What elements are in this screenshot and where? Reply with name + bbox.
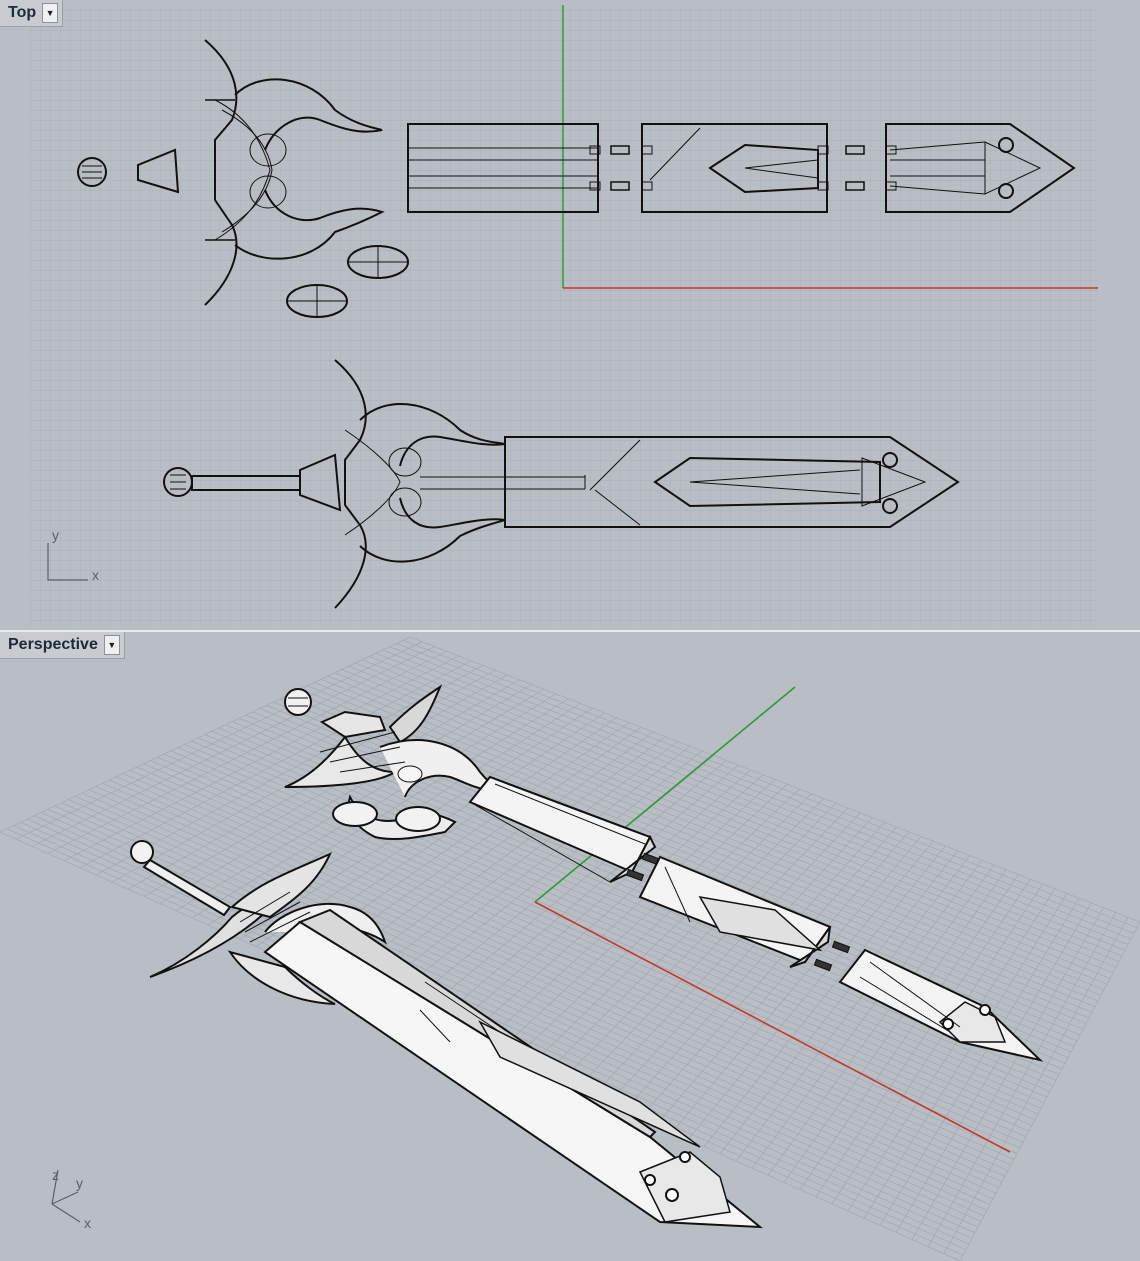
axis-indicator-y-label: y (76, 1175, 83, 1191)
grid-line (847, 888, 1056, 1212)
grid-line (879, 898, 1080, 1226)
perspective-viewport[interactable]: Perspective ▼ (0, 632, 1140, 1261)
blade-segment-1[interactable] (407, 123, 601, 213)
blade-tip-segment[interactable] (885, 123, 1076, 213)
perspective-viewport-canvas[interactable]: z y x (0, 632, 1140, 1261)
grid-line (911, 907, 1104, 1240)
x-axis-line (534, 901, 1011, 1153)
crossguard-part[interactable] (204, 39, 385, 306)
assembled-sword-top[interactable] (163, 359, 960, 609)
grid-line (61, 802, 988, 1211)
pommel-part[interactable] (77, 157, 107, 187)
grid-line (47, 808, 982, 1222)
y-axis-line (534, 686, 796, 903)
dropdown-arrow-icon[interactable]: ▼ (103, 635, 120, 655)
blade-segment-2[interactable] (641, 123, 829, 213)
connector-pins-2[interactable] (813, 940, 851, 972)
gem-part-1[interactable] (347, 245, 409, 279)
axis-indicator: y x (47, 527, 99, 583)
grid-line (863, 893, 1068, 1219)
top-viewport-canvas[interactable]: y x (0, 0, 1140, 630)
grid-line (815, 879, 1031, 1197)
axis-indicator-z-label: z (52, 1167, 59, 1183)
connector-pins-1[interactable] (610, 145, 630, 191)
top-viewport-title[interactable]: Top (8, 4, 37, 21)
grid-line (943, 917, 1129, 1255)
grip-flare-part[interactable] (137, 148, 180, 194)
gem-part-2[interactable] (395, 806, 441, 832)
connector-pins-2[interactable] (845, 145, 865, 191)
perspective-viewport-title[interactable]: Perspective (8, 636, 98, 653)
perspective-grid-plane (0, 636, 1140, 1261)
grid-line (927, 912, 1116, 1247)
grid-line (68, 799, 991, 1205)
assembled-sword-perspective[interactable] (130, 840, 763, 1229)
gem-part-2[interactable] (286, 284, 348, 318)
dropdown-arrow-icon[interactable]: ▼ (42, 3, 59, 23)
blade-segment-1[interactable] (468, 775, 657, 883)
grid-line (831, 883, 1043, 1204)
gem-part-1[interactable] (332, 801, 378, 827)
axis-indicator-x-label: x (84, 1215, 91, 1231)
top-viewport[interactable]: Top ▼ (0, 0, 1140, 632)
blade-tip-segment[interactable] (838, 948, 1044, 1062)
grid-line (54, 805, 985, 1217)
axis-indicator-y-label: y (52, 527, 59, 543)
top-viewport-tab[interactable]: Top ▼ (0, 0, 64, 27)
grid-line (959, 921, 1140, 1261)
grid-line (40, 812, 979, 1228)
grid-line (895, 902, 1092, 1233)
connector-pins-1[interactable] (625, 852, 661, 882)
construction-grid (30, 5, 1098, 625)
blade-segment-2[interactable] (638, 855, 832, 968)
axis-indicator: z y x (51, 1167, 91, 1231)
pommel-part[interactable] (284, 688, 312, 716)
crossguard-part[interactable] (284, 684, 504, 841)
axis-indicator-x-label: x (92, 567, 99, 583)
perspective-viewport-tab[interactable]: Perspective ▼ (0, 632, 125, 659)
